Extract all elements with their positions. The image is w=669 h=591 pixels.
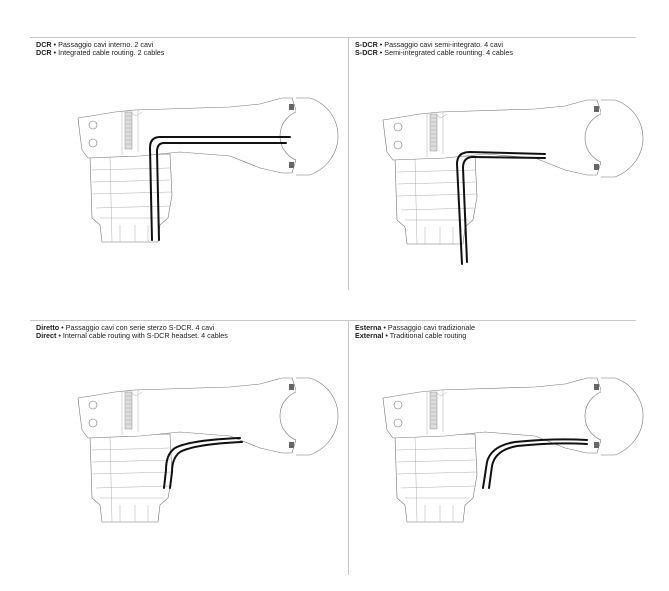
top-column-divider — [348, 37, 349, 290]
stem-drawing-dcr — [77, 97, 339, 243]
direct-cable — [169, 441, 243, 489]
stem-drawing-diretto — [77, 377, 339, 523]
middle-rule — [30, 320, 636, 321]
direct-cable — [163, 437, 241, 489]
external-cable — [482, 438, 588, 489]
caption-s-dcr: S-DCR • Passaggio cavi semi-integrato. 4… — [355, 40, 513, 58]
caption-diretto: Diretto • Passaggio cavi con serie sterz… — [36, 323, 228, 341]
external-cable — [488, 442, 588, 489]
stem-drawing-s-dcr — [382, 99, 644, 265]
internal-cable — [148, 136, 291, 241]
semi-integrated-cable — [461, 155, 546, 263]
caption-dcr: DCR • Passaggio cavi interno. 2 cavi DCR… — [36, 40, 165, 58]
stem-drawing-esterna — [382, 377, 644, 523]
semi-integrated-cable — [455, 150, 546, 265]
internal-cable — [155, 142, 287, 241]
bottom-column-divider — [348, 320, 349, 575]
caption-esterna: Esterna • Passaggio cavi tradizionale Ex… — [355, 323, 475, 341]
top-rule — [30, 37, 636, 38]
